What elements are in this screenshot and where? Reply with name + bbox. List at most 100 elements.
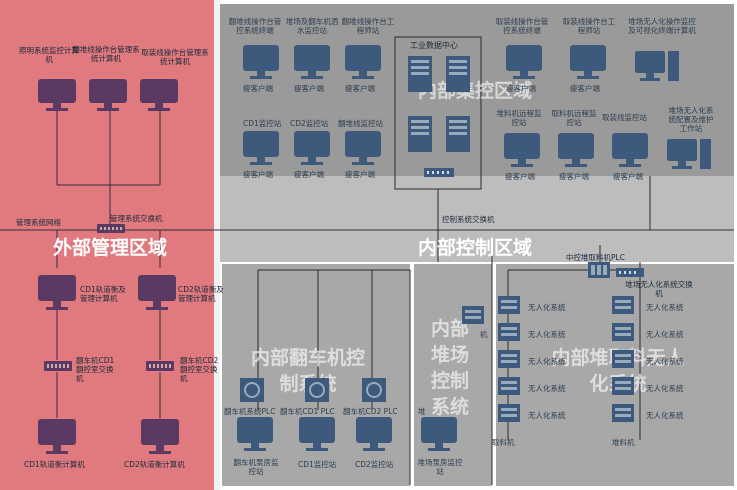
datacenter-switch-icon <box>424 168 454 177</box>
plc-label-dumper: 翻车机系统PLC <box>224 407 276 416</box>
server-icon-3 <box>408 116 432 152</box>
central-terminal-monitor-icon <box>243 45 279 79</box>
bottom-cd1-monitor-icon <box>299 417 335 451</box>
central-right-mid-2: 取料机远程监控站 <box>551 109 597 127</box>
reclaim-line-monitor-icon <box>612 133 648 167</box>
central-right-top-3: 堆场无人化操作监控及可视化终端计算机 <box>628 17 696 35</box>
unmanned-config-pc-icon <box>667 139 711 169</box>
control-switch-label: 控制系统交换机 <box>442 215 495 224</box>
lighting-monitor-icon <box>38 79 76 111</box>
central-right-mid-1: 堆料机远程监控站 <box>496 109 542 127</box>
bottom-cd2-monitor-icon <box>356 417 392 451</box>
central-top-label-2: 堆场及翻车机洒水监控站 <box>285 17 339 35</box>
control-band-bg <box>220 176 734 262</box>
central-top-label-3: 翻堆线操作台工程师站 <box>341 17 395 35</box>
yard-side-label: 机 <box>480 330 488 339</box>
reclaimer-label: 取料机 <box>492 438 515 447</box>
left-unmanned-label-1: 无人化系统 <box>528 303 566 312</box>
stacker-label: 堆料机 <box>612 438 635 447</box>
plc-label: 中控堆取料机PLC <box>566 253 625 262</box>
mgmt-switch-label: 管理系统交换机 <box>110 214 163 223</box>
reclaimer-unit-icon-3 <box>498 350 520 368</box>
stacker-unit-icon-4 <box>612 377 634 395</box>
central-engineer-monitor-icon <box>345 45 381 79</box>
central-top-label-1: 翻堆线操作台管控系统终端 <box>228 17 282 35</box>
stacker-plc-icon <box>588 262 610 278</box>
station-label-cd2: CD2监控站 <box>355 460 394 469</box>
thin-client-label-5: 瘦客户端 <box>294 170 324 179</box>
central-right-terminal-monitor-icon <box>506 45 542 79</box>
yard-device-icon <box>462 306 484 324</box>
reclaimer-unit-icon-5 <box>498 404 520 422</box>
stacker-unit-icon-2 <box>612 323 634 341</box>
central-stack-line-monitor-icon <box>345 131 381 165</box>
plc-label-cd2: 翻车机CD2 PLC <box>343 407 398 416</box>
external-region-title: 外部管理区域 <box>52 237 167 259</box>
right-unmanned-label-3: 无人化系统 <box>646 357 684 366</box>
dumper-plc-icon <box>240 378 264 402</box>
right-unmanned-label-2: 无人化系统 <box>646 330 684 339</box>
server-icon-4 <box>446 116 470 152</box>
station-label-cd1: CD1监控站 <box>298 460 337 469</box>
mgmt-switch-icon <box>97 224 125 233</box>
unmanned-switch-icon <box>616 268 644 277</box>
unmanned-switch-label: 堆场无人化系统交换机 <box>625 280 693 298</box>
left-unmanned-label-2: 无人化系统 <box>528 330 566 339</box>
server-icon-2 <box>446 56 470 92</box>
cd1-scale-mgmt-monitor-icon <box>38 275 76 310</box>
station-label-dumper-pump: 翻车机泵房监控站 <box>233 458 279 476</box>
reclaim-line-mgmt-monitor-icon <box>140 79 178 111</box>
stacker-remote-monitor-icon <box>504 133 540 167</box>
reclaimer-remote-monitor-icon <box>558 133 594 167</box>
plc-label-yard: 堆 <box>418 407 426 416</box>
ext-label-reclaim-line: 取装线操作台管理系统计算机 <box>141 48 209 66</box>
cd2-scale-label: CD2轨道衡计算机 <box>124 460 185 469</box>
cd1-scale-monitor-icon <box>38 419 76 454</box>
external-zone-border <box>214 0 220 490</box>
mgmt-network-label: 管理系统网络 <box>16 218 61 227</box>
plc-label-cd1: 翻车机CD1 PLC <box>280 407 335 416</box>
right-unmanned-label-1: 无人化系统 <box>646 303 684 312</box>
ext-label-stack-line: 翻堆线操作台管理系统计算机 <box>72 45 140 63</box>
central-right-mid-4: 堆场无人化系统配置及维护工作站 <box>668 106 714 133</box>
thin-client-label-2: 瘦客户端 <box>294 84 324 93</box>
stacker-unit-icon-5 <box>612 404 634 422</box>
stack-line-mgmt-monitor-icon <box>89 79 127 111</box>
yard-region-title: 内部堆场控制系统 <box>430 318 469 418</box>
central-right-top-1: 取装线操作台管控系统终端 <box>495 17 549 35</box>
central-mid-label-1: CD1监控站 <box>243 119 282 128</box>
server-icon-1 <box>408 56 432 92</box>
left-unmanned-label-3: 无人化系统 <box>528 357 566 366</box>
control-region-title: 内部控制区域 <box>417 237 532 259</box>
reclaimer-unit-icon-1 <box>498 296 520 314</box>
central-cd2-monitor-icon <box>294 131 330 165</box>
left-unmanned-label-5: 无人化系统 <box>528 411 566 420</box>
cd1-scale-mgmt-label: CD1轨道衡及管理计算机 <box>80 285 126 303</box>
thin-client-label-3: 瘦客户端 <box>345 84 375 93</box>
cd2-control-room-switch-label: 翻车机CD2翻控室交换机 <box>180 356 219 383</box>
cd1-plc-icon <box>305 378 329 402</box>
central-spray-monitor-icon <box>294 45 330 79</box>
reclaimer-unit-icon-2 <box>498 323 520 341</box>
yard-zone-bg <box>414 264 492 486</box>
right-thin-client-4: 瘦客户端 <box>559 172 589 181</box>
central-cd1-monitor-icon <box>243 131 279 165</box>
cd2-plc-icon <box>362 378 386 402</box>
right-unmanned-label-5: 无人化系统 <box>646 411 684 420</box>
cd1-scale-label: CD1轨道衡计算机 <box>24 460 85 469</box>
cd1-control-room-switch-label: 翻车机CD1翻控室交换机 <box>76 356 115 383</box>
thin-client-label-4: 瘦客户端 <box>243 170 273 179</box>
central-right-top-2: 取装线操作台工程师站 <box>562 17 616 35</box>
thin-client-label-1: 瘦客户端 <box>243 84 273 93</box>
thin-client-label-6: 瘦客户端 <box>345 170 375 179</box>
right-thin-client-3: 瘦客户端 <box>505 172 535 181</box>
central-right-engineer-monitor-icon <box>570 45 606 79</box>
datacenter-label: 工业数据中心 <box>410 41 458 50</box>
cd2-control-room-switch-icon <box>146 361 174 371</box>
right-unmanned-label-4: 无人化系统 <box>646 384 684 393</box>
central-mid-label-2: CD2监控站 <box>290 119 329 128</box>
stacker-unit-icon-3 <box>612 350 634 368</box>
reclaimer-unit-icon-4 <box>498 377 520 395</box>
cd2-scale-monitor-icon <box>141 419 179 454</box>
stacker-unit-icon-1 <box>612 296 634 314</box>
